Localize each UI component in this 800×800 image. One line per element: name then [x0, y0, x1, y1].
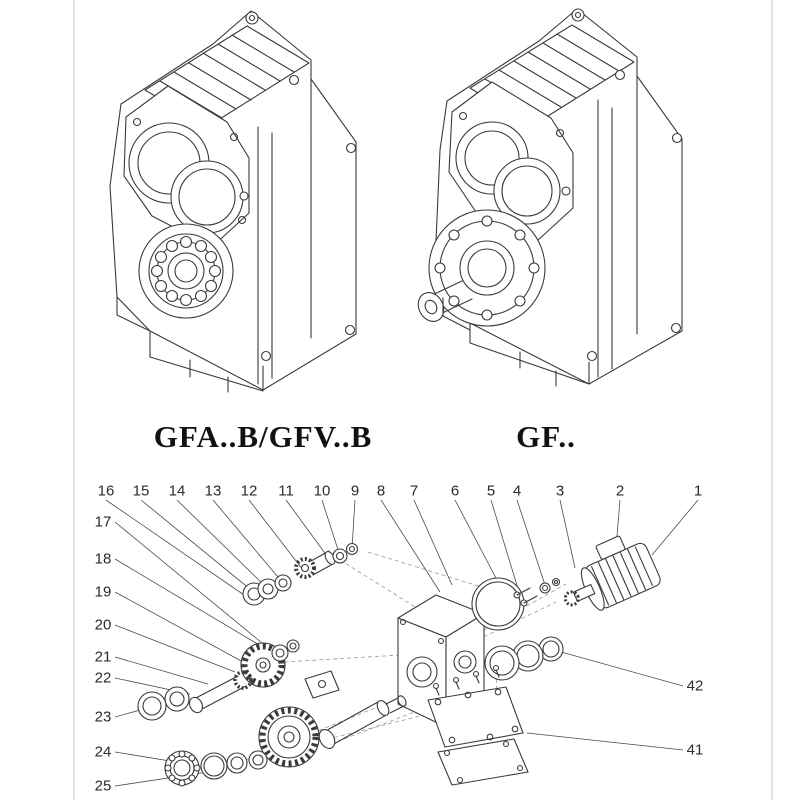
part-number: 5	[486, 482, 496, 500]
part-number: 24	[94, 743, 112, 761]
bottom-bearing-parts	[164, 750, 268, 787]
gasket-plate	[437, 738, 529, 786]
seal-and-fasteners	[471, 577, 561, 631]
intermediate-gear-parts	[137, 639, 300, 721]
part-number: 8	[376, 482, 386, 500]
page-edge-lines	[73, 0, 773, 800]
part-number: 15	[132, 482, 150, 500]
part-number: 23	[94, 708, 112, 726]
gearbox-left-drawing	[109, 10, 357, 393]
part-number: 21	[94, 648, 112, 666]
part-number: 25	[94, 777, 112, 795]
part-number: 10	[313, 482, 331, 500]
retaining-rings	[484, 636, 564, 681]
part-number: 9	[350, 482, 360, 500]
part-number: 42	[686, 677, 704, 695]
part-number: 12	[240, 482, 258, 500]
part-number: 22	[94, 669, 112, 687]
part-number: 1	[693, 482, 703, 500]
output-gear-parts	[258, 670, 407, 768]
leader-lines	[105, 499, 699, 787]
part-number: 2	[615, 482, 625, 500]
part-number: 14	[168, 482, 186, 500]
part-number: 11	[278, 482, 294, 500]
part-number: 7	[409, 482, 419, 500]
part-number: 3	[555, 482, 565, 500]
part-number: 6	[450, 482, 460, 500]
caption-left-model: GFA..B/GFV..B	[153, 419, 373, 454]
part-number: 17	[94, 513, 112, 531]
motor-unit	[563, 535, 661, 611]
gearbox-right-drawing	[417, 8, 683, 387]
part-number: 20	[94, 616, 112, 634]
cover-bolts	[432, 664, 500, 696]
caption-right-model: GF..	[516, 419, 576, 454]
cover-plate	[427, 686, 524, 748]
part-number: 19	[94, 583, 112, 601]
part-number: 16	[97, 482, 115, 500]
part-number: 13	[204, 482, 222, 500]
part-number: 18	[94, 550, 112, 568]
part-number: 4	[512, 482, 522, 500]
input-shaft-parts	[242, 542, 359, 606]
part-number: 41	[686, 741, 704, 759]
exploded-view-drawing	[105, 499, 699, 787]
